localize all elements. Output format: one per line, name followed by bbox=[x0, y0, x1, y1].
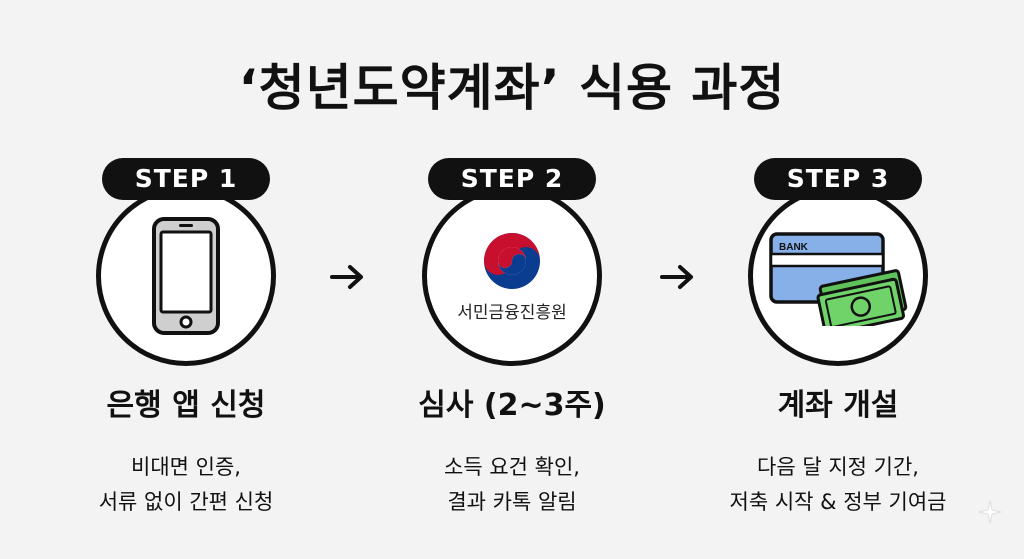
step-description-line: 소득 요건 확인, bbox=[444, 455, 580, 479]
step-heading: 계좌 개설 bbox=[777, 388, 899, 423]
agency-logo-text: 서민금융진흥원 bbox=[457, 302, 567, 323]
step-heading: 은행 앱 신청 bbox=[106, 388, 266, 423]
step-icon-circle: 서민금융진흥원 bbox=[422, 186, 602, 366]
arrow-right-icon bbox=[660, 265, 693, 289]
bank-card-and-cash-icon: BANK bbox=[769, 232, 908, 326]
step-description: 다음 달 지정 기간, 저축 시작 & 정부 기여금 bbox=[688, 450, 988, 520]
step-badge: STEP 3 bbox=[754, 158, 922, 200]
step-description-line: 비대면 인증, bbox=[131, 455, 241, 479]
step-heading: 심사 (2~3주) bbox=[418, 388, 606, 423]
step-badge: STEP 2 bbox=[428, 158, 596, 200]
card-bank-label: BANK bbox=[779, 242, 809, 253]
step-description-line: 결과 카톡 알림 bbox=[447, 490, 577, 514]
step-description-line: 서류 없이 간편 신청 bbox=[98, 490, 274, 514]
korean-government-emblem-icon bbox=[483, 232, 540, 289]
cash-icon bbox=[816, 269, 908, 326]
step-description-line: 다음 달 지정 기간, bbox=[757, 455, 919, 479]
step-description: 비대면 인증, 서류 없이 간편 신청 bbox=[36, 450, 336, 520]
sparkle-icon bbox=[978, 500, 1002, 524]
step-description: 소득 요건 확인, 결과 카톡 알림 bbox=[362, 450, 662, 520]
arrow-right-icon bbox=[330, 265, 363, 289]
step-icon-circle bbox=[96, 186, 276, 366]
step-icon-circle: BANK bbox=[748, 186, 928, 366]
step-description-line: 저축 시작 & 정부 기여금 bbox=[729, 490, 947, 514]
step-badge: STEP 1 bbox=[102, 158, 270, 200]
smartphone-icon bbox=[152, 217, 220, 335]
page-title: ‘청년도약계좌’ 식용 과정 bbox=[238, 59, 786, 117]
